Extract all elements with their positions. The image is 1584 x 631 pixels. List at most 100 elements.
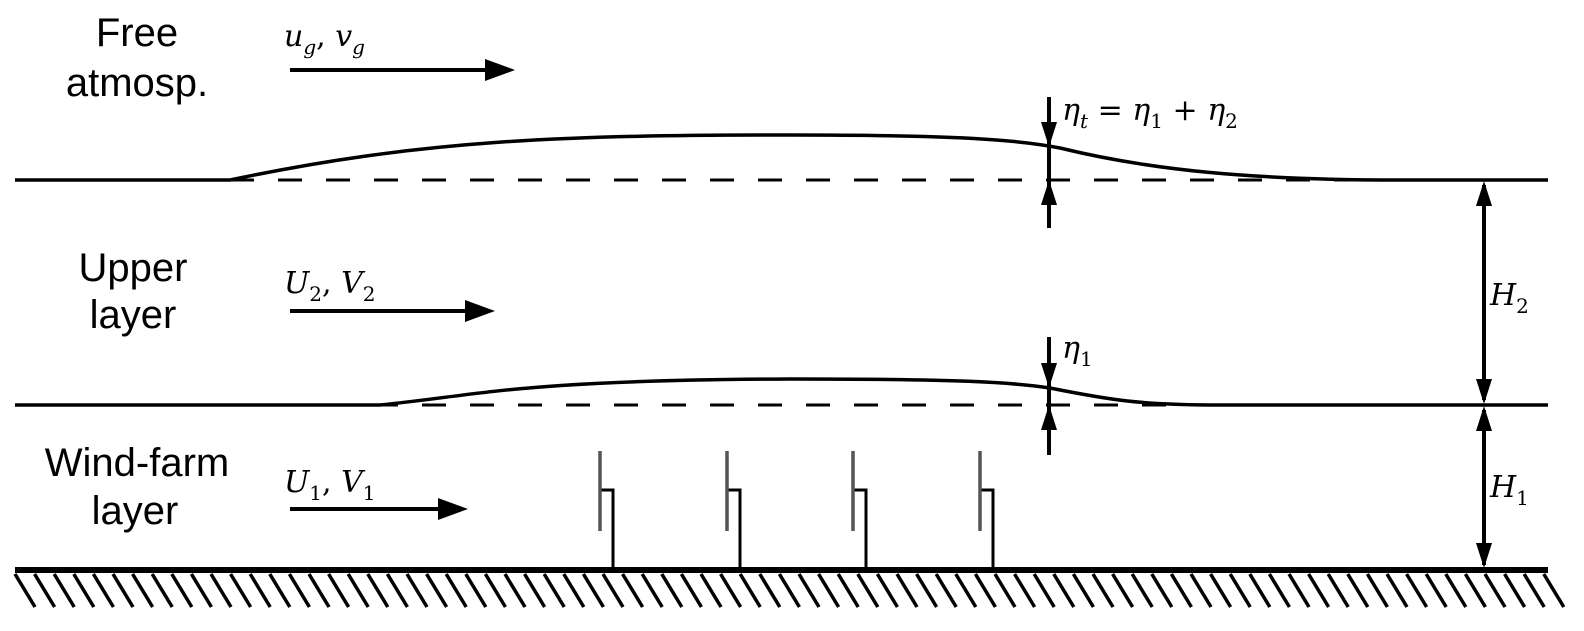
arrow-down-icon bbox=[1041, 363, 1057, 388]
hatch-stroke bbox=[797, 573, 821, 608]
hatch-stroke bbox=[1013, 573, 1037, 608]
hatch-stroke bbox=[1424, 573, 1448, 608]
wind-turbine-icon bbox=[725, 451, 742, 570]
hatch-stroke bbox=[1071, 573, 1095, 608]
layer-label-upper-line1: Upper bbox=[79, 246, 188, 290]
hatch-stroke bbox=[817, 573, 841, 608]
hatch-stroke bbox=[1189, 573, 1213, 608]
hatch-stroke bbox=[346, 573, 370, 608]
hatch-stroke bbox=[1542, 573, 1566, 608]
hatch-stroke bbox=[307, 573, 331, 608]
arrow-up-icon bbox=[1476, 181, 1492, 206]
lower-interface-displaced bbox=[15, 377, 1548, 407]
arrow-down-icon bbox=[1476, 543, 1492, 568]
hatch-stroke bbox=[777, 573, 801, 608]
arrow-up-icon bbox=[1041, 405, 1057, 430]
hatch-stroke bbox=[248, 573, 272, 608]
turbine-tower bbox=[727, 488, 742, 570]
hatch-stroke bbox=[1483, 573, 1507, 608]
hatch-stroke bbox=[542, 573, 566, 608]
eta-t-label: ηt = η1 + η2 bbox=[1062, 93, 1238, 133]
hatch-stroke bbox=[699, 573, 723, 608]
hatch-stroke bbox=[1287, 573, 1311, 608]
wind-turbines bbox=[598, 451, 995, 570]
hatch-stroke bbox=[973, 573, 997, 608]
hatch-stroke bbox=[954, 573, 978, 608]
hatch-stroke bbox=[895, 573, 919, 608]
arrow-down-icon bbox=[1476, 379, 1492, 404]
hatch-stroke bbox=[1111, 573, 1135, 608]
hatch-stroke bbox=[856, 573, 880, 608]
layer-label-upper-line2: layer bbox=[90, 293, 177, 337]
hatch-stroke bbox=[13, 573, 37, 608]
hatch-stroke bbox=[464, 573, 488, 608]
turbine-tower bbox=[853, 488, 868, 570]
hatch-stroke bbox=[601, 573, 625, 608]
hatch-stroke bbox=[1346, 573, 1370, 608]
hatch-stroke bbox=[1248, 573, 1272, 608]
hatch-stroke bbox=[1326, 573, 1350, 608]
hatch-stroke bbox=[111, 573, 135, 608]
hatch-stroke bbox=[679, 573, 703, 608]
arrowhead-icon bbox=[438, 498, 468, 520]
hatch-stroke bbox=[1130, 573, 1154, 608]
hatch-stroke bbox=[268, 573, 292, 608]
arrowhead-icon bbox=[465, 300, 495, 322]
hatch-stroke bbox=[1209, 573, 1233, 608]
hatch-stroke bbox=[719, 573, 743, 608]
hatch-stroke bbox=[1463, 573, 1487, 608]
hatch-stroke bbox=[1267, 573, 1291, 608]
hatch-stroke bbox=[660, 573, 684, 608]
h1-label: H1 bbox=[1489, 470, 1529, 510]
arrowhead-icon bbox=[485, 59, 515, 81]
hatch-stroke bbox=[1385, 573, 1409, 608]
hatch-stroke bbox=[1032, 573, 1056, 608]
hatch-stroke bbox=[738, 573, 762, 608]
hatch-stroke bbox=[562, 573, 586, 608]
hatch-stroke bbox=[72, 573, 96, 608]
layer-label-wind-farm-line1: Wind-farm bbox=[45, 441, 229, 485]
hatch-stroke bbox=[385, 573, 409, 608]
hatch-stroke bbox=[581, 573, 605, 608]
h2-label: H2 bbox=[1489, 278, 1529, 318]
hatch-stroke bbox=[170, 573, 194, 608]
hatch-stroke bbox=[1365, 573, 1389, 608]
hatch-stroke bbox=[758, 573, 782, 608]
turbine-tower bbox=[600, 488, 615, 570]
hatch-stroke bbox=[444, 573, 468, 608]
hatch-stroke bbox=[287, 573, 311, 608]
eta-1-label: η1 bbox=[1062, 331, 1093, 371]
hatch-stroke bbox=[91, 573, 115, 608]
velocity-label-wind-farm: U1, V1 bbox=[284, 465, 376, 505]
hatch-stroke bbox=[1444, 573, 1468, 608]
hatch-stroke bbox=[640, 573, 664, 608]
hatch-stroke bbox=[1307, 573, 1331, 608]
arrow-down-icon bbox=[1041, 122, 1057, 147]
hatch-stroke bbox=[327, 573, 351, 608]
wind-turbine-icon bbox=[978, 451, 995, 570]
hatch-stroke bbox=[405, 573, 429, 608]
hatch-stroke bbox=[915, 573, 939, 608]
wind-turbine-icon bbox=[851, 451, 868, 570]
velocity-label-upper: U2, V2 bbox=[284, 266, 376, 306]
hatch-stroke bbox=[621, 573, 645, 608]
hatch-stroke bbox=[1228, 573, 1252, 608]
hatch-stroke bbox=[523, 573, 547, 608]
arrow-up-icon bbox=[1476, 406, 1492, 431]
hatch-stroke bbox=[209, 573, 233, 608]
layer-label-wind-farm-line2: layer bbox=[92, 489, 179, 533]
velocity-label-geostrophic: ug, vg bbox=[284, 19, 365, 59]
hatch-stroke bbox=[229, 573, 253, 608]
hatch-stroke bbox=[503, 573, 527, 608]
hatch-stroke bbox=[1522, 573, 1546, 608]
hatch-stroke bbox=[875, 573, 899, 608]
hatch-stroke bbox=[1169, 573, 1193, 608]
layer-label-free-atmosphere-line1: Free bbox=[96, 11, 178, 55]
arrow-up-icon bbox=[1041, 180, 1057, 205]
layer-label-free-atmosphere-line2: atmosp. bbox=[66, 61, 208, 105]
hatch-stroke bbox=[366, 573, 390, 608]
ground-hatching bbox=[13, 573, 1566, 608]
hatch-stroke bbox=[1405, 573, 1429, 608]
upper-interface-displaced bbox=[15, 133, 1548, 182]
